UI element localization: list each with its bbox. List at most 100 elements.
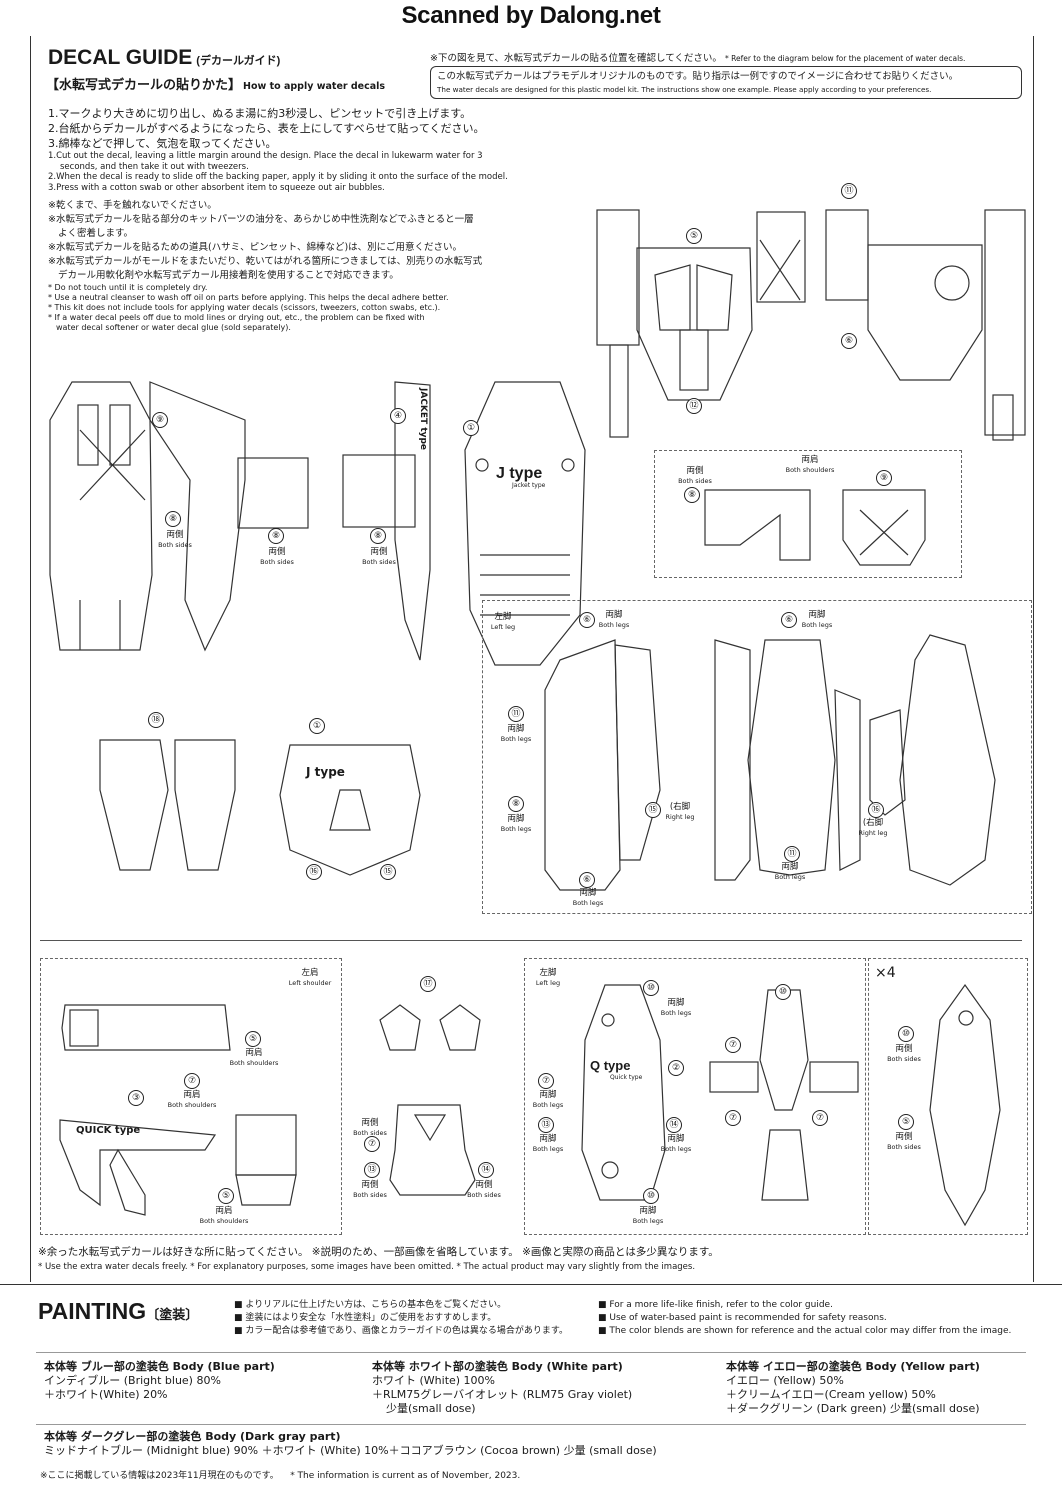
callout-16b: ⑯	[868, 802, 884, 818]
leg-decal-region	[482, 600, 1032, 914]
callout-7e: ⑦	[725, 1110, 741, 1126]
application-steps: 1.マークより大きめに切り出し、ぬるま湯に約3秒浸し、ピンセットで引き上げます。…	[48, 106, 568, 333]
callout-5: ⑤	[686, 228, 702, 244]
color-rule-2	[36, 1424, 1026, 1425]
caution-jp-2: ※水転写式デカールを貼る部分のキットパーツの油分を、あらかじめ中性洗剤などでふき…	[48, 214, 474, 225]
j-type-sub: Jacket type	[512, 482, 546, 489]
caution-jp-4b: デカール用軟化剤や水転写式デカール用接着剤を使用することで対応できます。	[58, 270, 399, 281]
caution-jp-2b: よく密着します。	[58, 228, 134, 239]
shoulder-armor-drawing	[61, 1004, 231, 1051]
callout-7f: ⑦	[812, 1110, 828, 1126]
callout-3: ③	[128, 1090, 144, 1106]
callout-11b: ⑪	[508, 706, 524, 722]
caution-jp-3: ※水転写式デカールを貼るための道具(ハサミ、ピンセット、綿棒など)は、別にご用意…	[48, 242, 462, 253]
quick-type-label: QUICK type	[76, 1125, 141, 1136]
callout-11: ⑪	[841, 183, 857, 199]
step-jp-3: 3.綿棒などで押して、気泡を取ってください。	[48, 137, 277, 150]
callout-7b: ⑦	[364, 1136, 380, 1152]
section-divider	[40, 940, 1022, 941]
leg-plate-region	[868, 958, 1028, 1235]
leg-front-drawing	[714, 639, 861, 881]
leg-back-drawing	[869, 634, 996, 886]
color-yellow-part: 本体等 イエロー部の塗装色 Body (Yellow part) イエロー (Y…	[726, 1360, 980, 1415]
j-type-logo: J type	[496, 465, 543, 482]
painting-section-rule	[0, 1284, 1062, 1285]
jacket-shield-drawing	[342, 381, 431, 661]
callout-8e: ⑧	[508, 796, 524, 812]
callout-9: ⑨	[152, 412, 168, 428]
callout-8d: ⑧	[684, 487, 700, 503]
left-leg-side-drawing	[544, 639, 661, 891]
callout-1b: ①	[309, 718, 325, 734]
callout-16: ⑯	[306, 864, 322, 880]
q-type-sub: Quick type	[610, 1074, 643, 1081]
callout-18: ⑱	[148, 712, 164, 728]
shoulder-block-drawing	[235, 1114, 297, 1206]
callout-7d: ⑦	[725, 1037, 741, 1053]
leg-armor-region	[524, 958, 866, 1235]
decal-guide-subtitle: 【水転写式デカールの貼りかた】How to apply water decals	[46, 78, 386, 93]
callout-8b: ⑧	[268, 528, 284, 544]
callout-7: ⑦	[184, 1073, 200, 1089]
callout-4: ④	[390, 408, 406, 424]
callout-5d: ⑤	[898, 1114, 914, 1130]
caution-en-4: * If a water decal peels off due to mold…	[48, 313, 425, 322]
scan-watermark: Scanned by Dalong.net	[401, 2, 661, 29]
j-type-shield-drawing	[464, 381, 586, 666]
shoulder-front-drawing	[842, 489, 926, 566]
painting-title: PAINTING〔塗装〕	[38, 1298, 199, 1324]
callout-10: ⑩	[643, 980, 659, 996]
color-blue-part: 本体等 ブルー部の塗装色 Body (Blue part) インディブルー (B…	[44, 1360, 275, 1401]
callout-12: ⑫	[686, 398, 702, 414]
callout-10b: ⑩	[643, 1188, 659, 1204]
chest-front-drawing	[596, 209, 806, 438]
callout-1: ①	[463, 420, 479, 436]
step-en-2: 2.When the decal is ready to slide off t…	[48, 172, 508, 182]
callout-14: ⑭	[478, 1162, 494, 1178]
label-times-four: ×4	[875, 965, 896, 981]
color-white-part: 本体等 ホワイト部の塗装色 Body (White part) ホワイト (Wh…	[372, 1360, 633, 1415]
thruster-leg-drawing	[709, 989, 859, 1201]
original-decal-notice: この水転写式デカールはプラモデルオリジナルのものです。貼り指示は一例ですのでイメ…	[430, 66, 1022, 99]
shoulder-decal-region	[654, 450, 962, 578]
caution-jp-1: ※乾くまで、手を触れないでください。	[48, 200, 217, 211]
jacket-type-label: JACKET type	[418, 388, 428, 451]
step-jp-1: 1.マークより大きめに切り出し、ぬるま湯に約3秒浸し、ピンセットで引き上げます。	[48, 107, 472, 120]
callout-6b: ⑥	[579, 612, 595, 628]
knee-block-drawing	[389, 1104, 476, 1196]
info-date-note: ※ここに掲載している情報は2023年11月現在のものです。 * The info…	[40, 1471, 521, 1481]
callout-15: ⑮	[380, 864, 396, 880]
callout-13b: ⑬	[538, 1117, 554, 1133]
side-skirts-drawing	[99, 739, 236, 871]
callout-14b: ⑭	[666, 1117, 682, 1133]
placement-reference-note: ※下の図を見て、水転写式デカールの貼る位置を確認してください。 * Refer …	[430, 53, 966, 64]
decal-guide-frame	[30, 36, 1034, 1282]
leg-plate-drawing	[929, 983, 1001, 1227]
step-jp-2: 2.台紙からデカールがすべるようになったら、表を上にしてすべらせて貼ってください…	[48, 122, 485, 135]
callout-5b: ⑤	[245, 1031, 261, 1047]
color-rule-1	[36, 1352, 1026, 1353]
callout-9b: ⑨	[876, 470, 892, 486]
decal-guide-title: DECAL GUIDE(デカールガイド)	[48, 46, 281, 69]
callout-5c: ⑤	[218, 1188, 234, 1204]
